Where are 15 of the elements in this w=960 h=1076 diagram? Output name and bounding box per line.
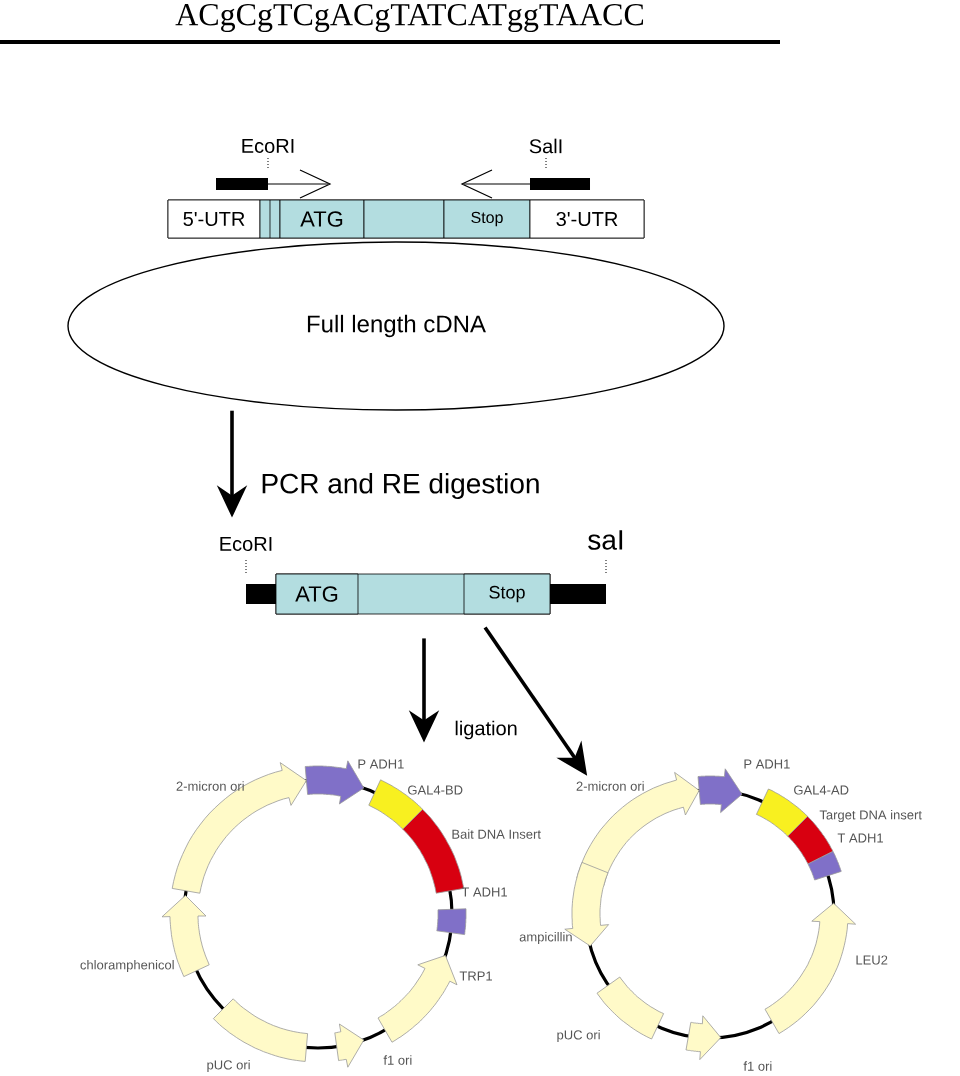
edge-label: ligation (452, 718, 520, 742)
region-box: 5'-UTR (167, 199, 261, 239)
coding-box: Stop (443, 199, 531, 239)
coding-box (259, 199, 281, 239)
site-label: SalI (529, 138, 562, 154)
edge-label: PCR and RE digestion (258, 470, 543, 502)
coding-box: Stop (463, 573, 551, 615)
coding-box: ATG (275, 573, 359, 615)
site-label: EcoRI (242, 139, 294, 153)
site-label: saI (588, 530, 623, 550)
region-box: 3'-UTR (529, 199, 645, 239)
sequence-text: ACgCgTCgACgTATCATggTAACC (175, 3, 644, 33)
plasmid-loop: Full length cDNA (67, 241, 725, 411)
coding-box (363, 199, 445, 239)
site-label: EcoRI (220, 537, 272, 551)
